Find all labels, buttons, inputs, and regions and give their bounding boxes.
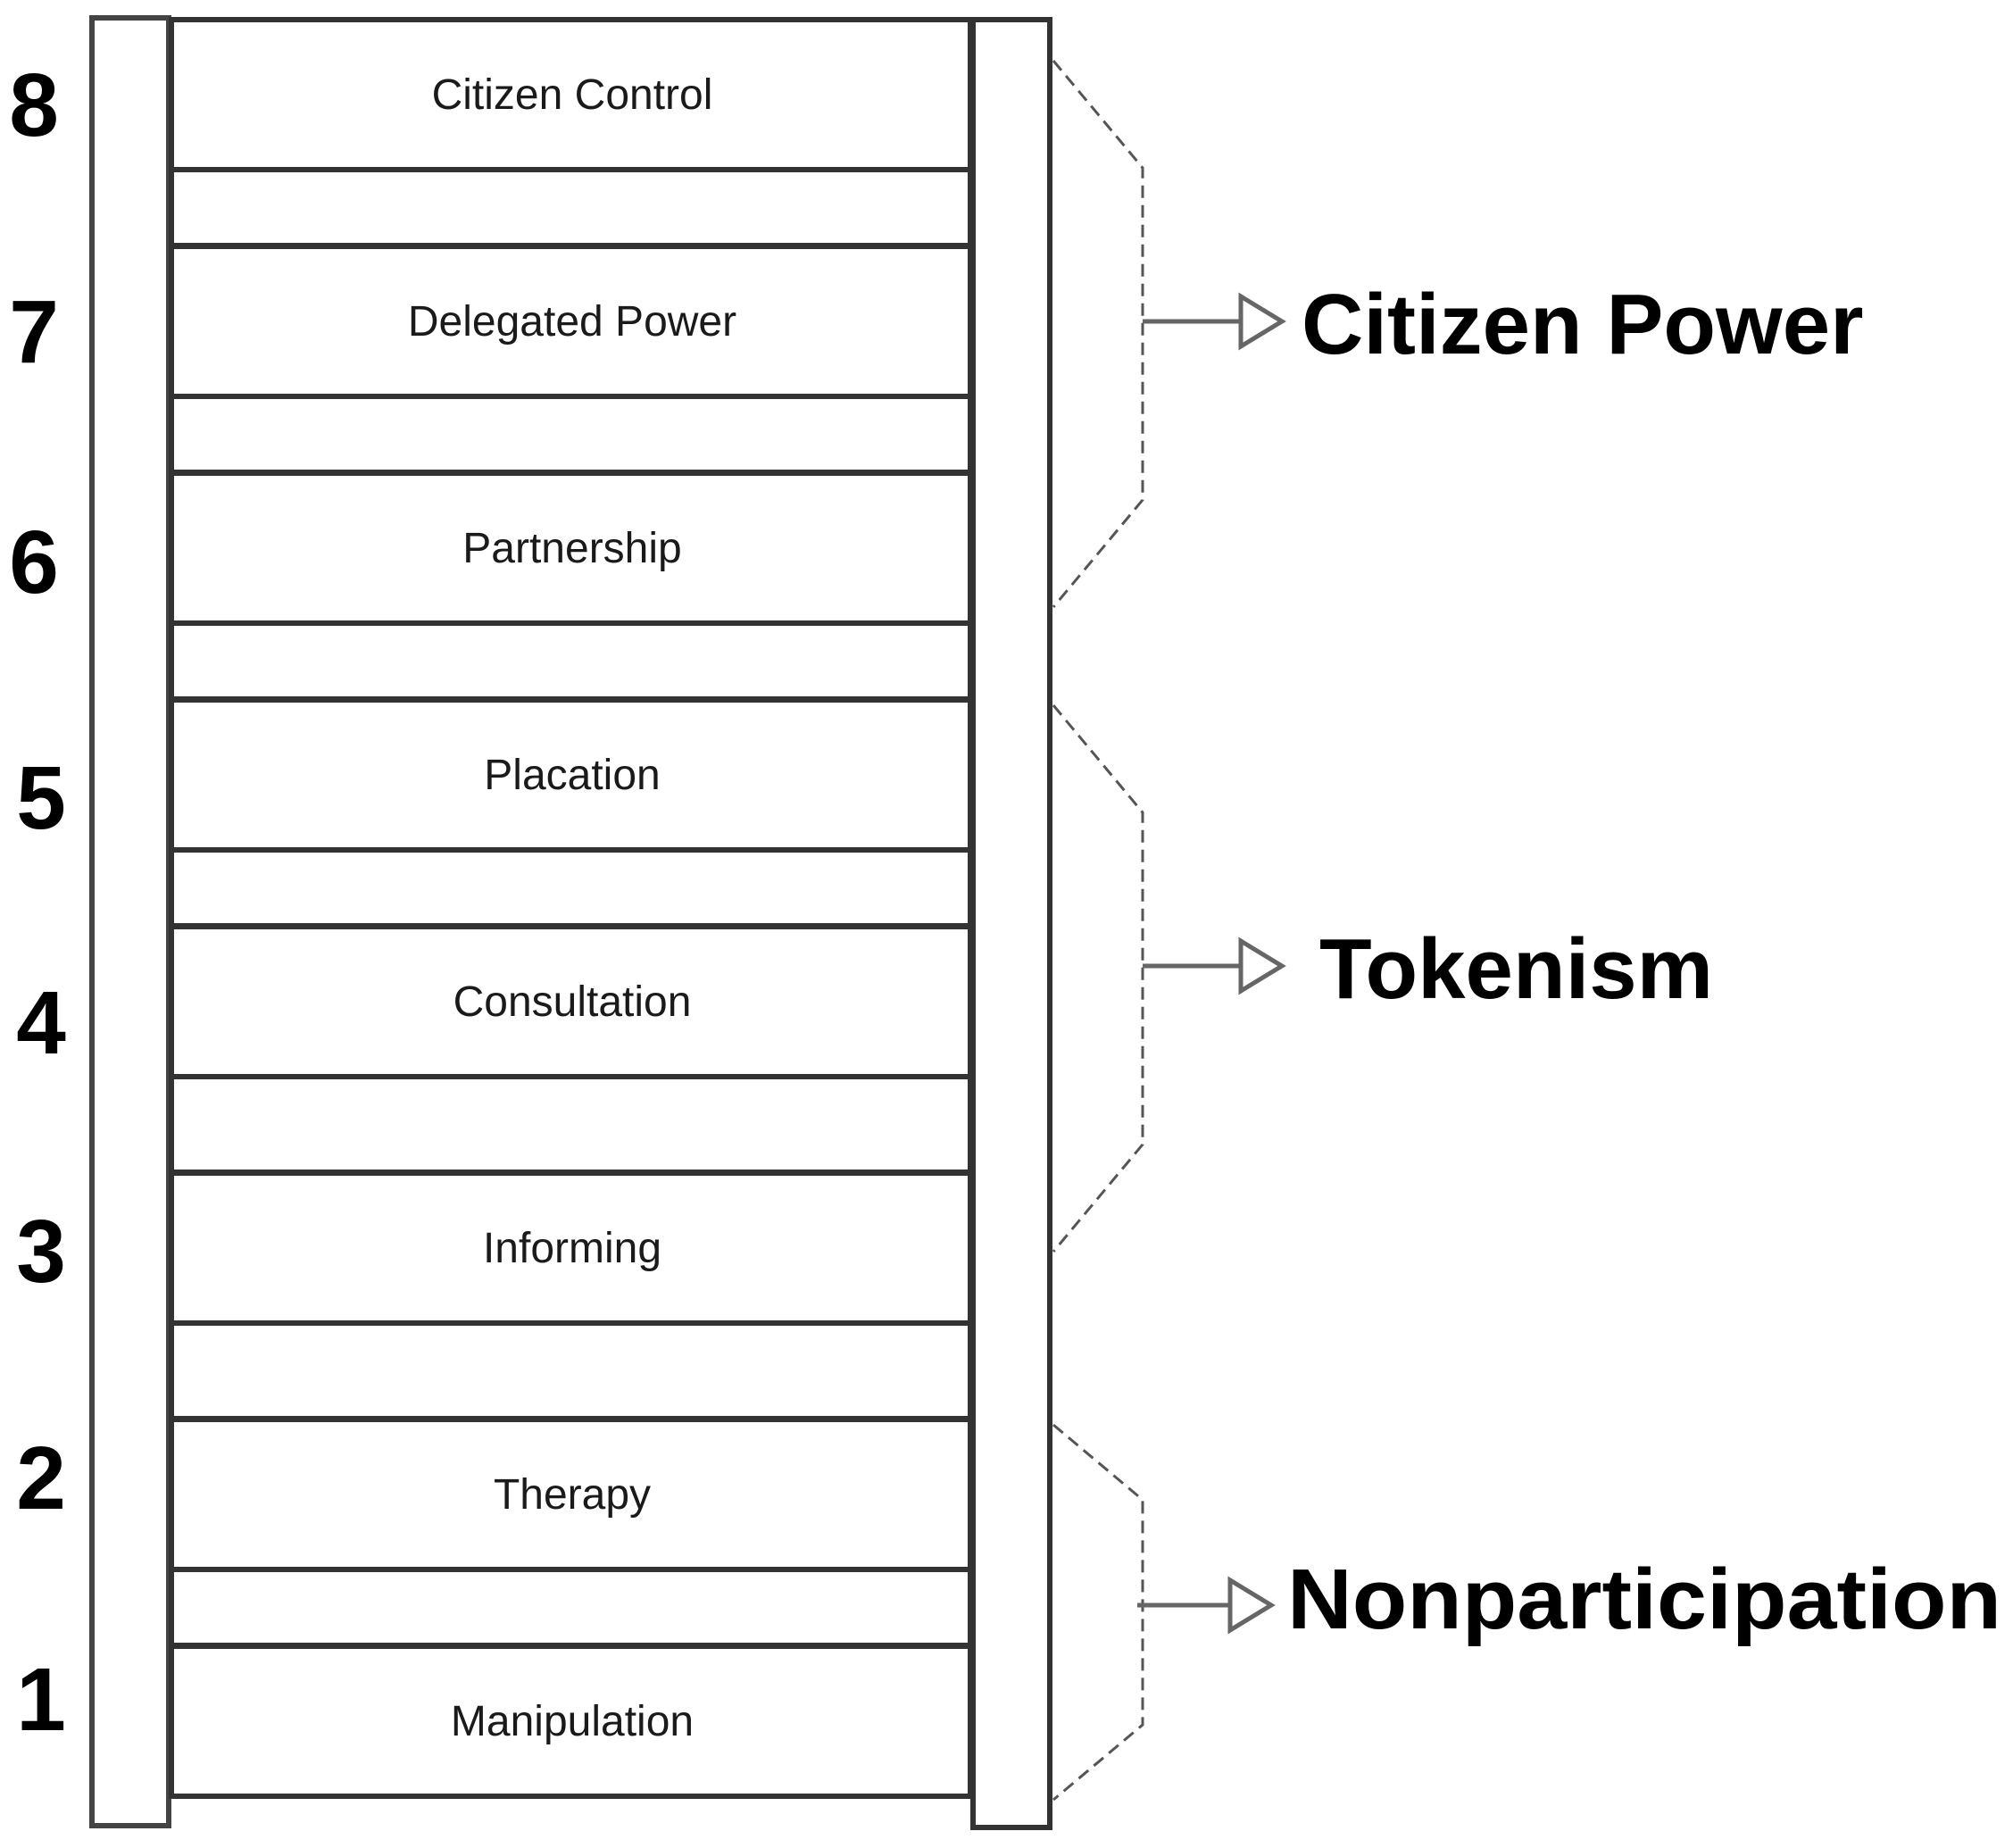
rung-number-8: 8	[9, 55, 59, 155]
rung-spacer	[169, 1567, 973, 1648]
rung-label-1: Manipulation	[451, 1698, 694, 1745]
rung-number-6: 6	[9, 512, 59, 612]
rung-box-2	[169, 1417, 973, 1572]
rung-spacer	[169, 620, 973, 702]
group-label-nonparticipation: Nonparticipation	[1287, 1552, 2001, 1647]
rung-box-1	[169, 1644, 973, 1799]
bracket-tokenism	[1052, 704, 1144, 1253]
rung-box-5	[169, 697, 973, 853]
ladder-right-rail	[970, 17, 1052, 1830]
rung-box-4	[169, 924, 973, 1079]
rung-label-4: Consultation	[453, 978, 692, 1026]
rung-label-2: Therapy	[494, 1471, 651, 1519]
rung-label-6: Partnership	[462, 525, 681, 572]
group-label-tokenism: Tokenism	[1319, 921, 1713, 1017]
rung-number-1: 1	[16, 1650, 66, 1750]
ladder-left-rail	[89, 15, 171, 1828]
rung-spacer	[169, 847, 973, 928]
rung-label-8: Citizen Control	[432, 71, 713, 119]
ladder-rungs: Citizen Control Delegated Power Partners…	[169, 17, 973, 1799]
group-arrows	[1137, 292, 1286, 1635]
group-brackets	[1052, 60, 1144, 1802]
rung-label-3: Informing	[483, 1225, 661, 1272]
rung-box-8	[169, 17, 973, 172]
rung-number-2: 2	[16, 1428, 66, 1528]
rung-label-5: Placation	[484, 752, 660, 799]
rung-spacer	[169, 394, 973, 475]
rung-spacer	[169, 1074, 973, 1175]
rung-number-4: 4	[16, 973, 66, 1073]
rung-number-7: 7	[9, 282, 59, 382]
rung-numbers: 8 7 6 5 4 3 2 1	[9, 55, 66, 1750]
rung-box-3	[169, 1170, 973, 1326]
rung-number-3: 3	[16, 1202, 66, 1302]
rung-label-7: Delegated Power	[408, 298, 736, 345]
bracket-citizen-power	[1052, 60, 1144, 608]
arrow-head-tokenism	[1238, 936, 1286, 995]
rung-number-5: 5	[16, 748, 66, 848]
arrow-head-citizen-power	[1238, 292, 1286, 351]
rung-spacer	[169, 167, 973, 248]
arrow-head-nonparticipation	[1227, 1576, 1276, 1635]
bracket-nonparticipation	[1052, 1423, 1144, 1802]
group-label-citizen-power: Citizen Power	[1302, 277, 1863, 372]
rung-box-6	[169, 470, 973, 626]
rung-box-7	[169, 244, 973, 399]
rung-spacer	[169, 1320, 973, 1421]
